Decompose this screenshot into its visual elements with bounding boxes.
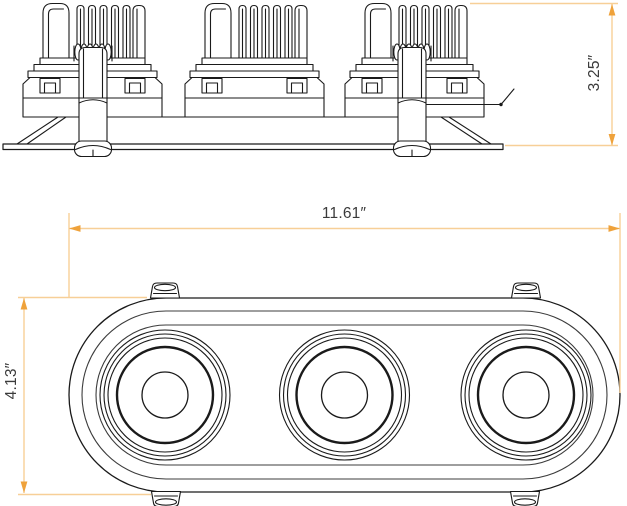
arrow-down-icon — [608, 134, 616, 146]
heatsink-module-center — [184, 2, 325, 118]
depth-dimension-label: 4.13″ — [3, 362, 20, 399]
dimension-lines — [18, 2, 621, 496]
plan-view — [68, 282, 621, 506]
arrow-right-icon — [608, 225, 620, 232]
lamp-aperture-right — [459, 328, 593, 462]
trim-flange — [2, 143, 504, 151]
front-elevation-view — [2, 2, 515, 158]
arrow-up-icon — [20, 298, 28, 310]
screw-boss-top-right — [510, 282, 542, 299]
lamp-aperture-left — [98, 328, 232, 462]
depth-dimension-lines — [18, 296, 151, 496]
arrow-down-icon — [20, 481, 28, 493]
screw-boss-bottom-right — [509, 490, 541, 506]
height-dimension-lines — [470, 2, 618, 147]
dimension-labels: 11.61″ 3.25″ 4.13″ — [3, 54, 603, 399]
screw-boss-bottom-left — [150, 490, 182, 506]
mounting-spring-clip-right — [392, 43, 432, 158]
leader-line — [412, 88, 515, 107]
arrow-left-icon — [69, 225, 81, 232]
width-dimension-lines — [68, 213, 621, 393]
height-dimension-label: 3.25″ — [586, 54, 603, 91]
arrow-up-icon — [608, 4, 616, 16]
width-dimension-label: 11.61″ — [322, 205, 367, 222]
dimension-arrows — [20, 4, 620, 493]
racetrack-trim — [68, 297, 621, 493]
lamp-aperture-center — [278, 328, 411, 462]
mounting-spring-clip-left — [73, 43, 113, 158]
screw-boss-top-left — [149, 282, 181, 299]
